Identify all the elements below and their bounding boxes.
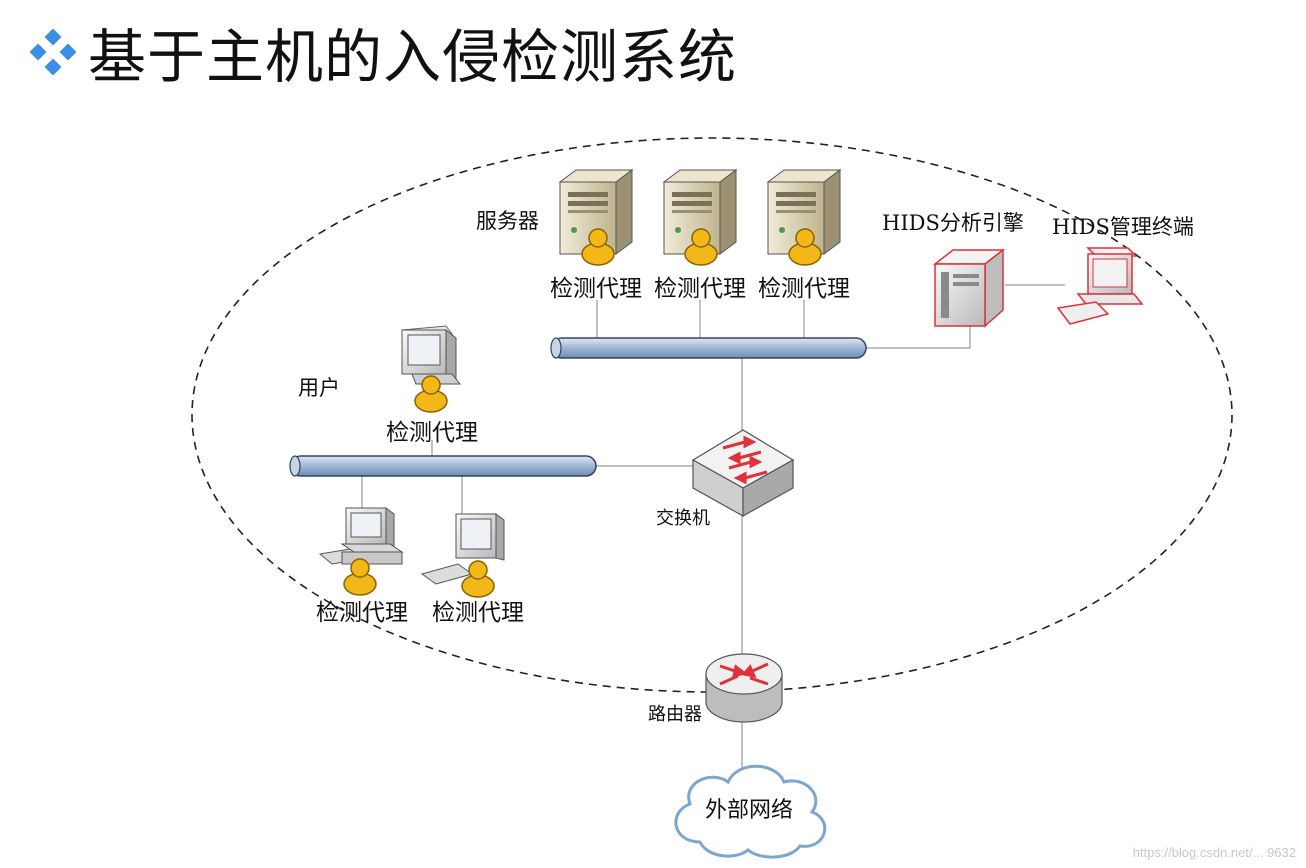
user-desktop-2-agent	[461, 560, 495, 598]
external-network-cloud	[674, 764, 827, 859]
page-title: 基于主机的入侵检测系统	[88, 23, 738, 91]
label-external-network: 外部网络	[705, 798, 793, 823]
watermark: https://blog.csdn.net/... 9632	[1132, 845, 1296, 860]
label-hids-engine: HIDS分析引擎	[882, 211, 1024, 235]
hids-engine-device	[932, 248, 1006, 328]
label-router: 路由器	[648, 704, 702, 725]
user-desktop-1	[319, 507, 403, 565]
label-switch: 交换机	[656, 508, 710, 529]
label-server-agent-3: 检测代理	[758, 276, 850, 302]
switch-device	[691, 429, 795, 518]
connection-lines	[361, 284, 1065, 770]
label-user-agent-2: 检测代理	[432, 600, 524, 626]
label-server-agent-2: 检测代理	[654, 276, 746, 302]
server-bus	[550, 337, 867, 359]
router-device	[705, 653, 783, 723]
user-bus	[289, 455, 597, 477]
label-servers: 服务器	[476, 209, 539, 233]
label-user-agent-1: 检测代理	[316, 600, 408, 626]
hids-terminal-device	[1056, 247, 1144, 325]
label-hids-terminal: HIDS管理终端	[1052, 215, 1194, 239]
page-title-block: 基于主机的入侵检测系统	[30, 12, 737, 92]
label-user-agent-top: 检测代理	[386, 420, 478, 446]
label-server-agent-1: 检测代理	[550, 276, 642, 302]
network-boundary	[191, 137, 1233, 693]
label-users: 用户	[298, 376, 340, 400]
user-desktop-2	[420, 513, 505, 585]
diamond-bullet-icon	[30, 29, 76, 75]
